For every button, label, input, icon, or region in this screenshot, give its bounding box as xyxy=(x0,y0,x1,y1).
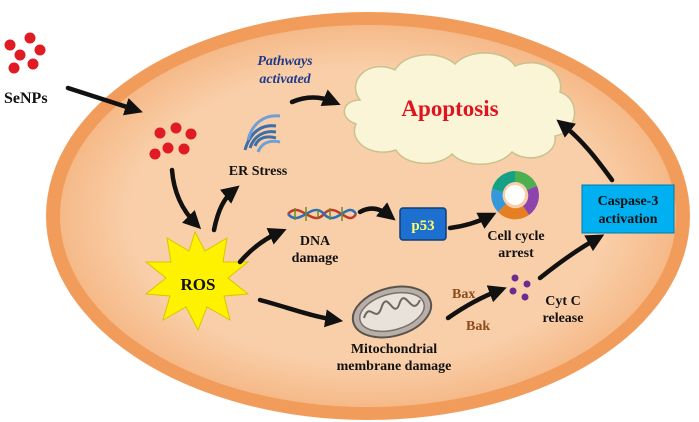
er-icon xyxy=(243,114,281,153)
arrow-senps-to-cell xyxy=(65,85,143,116)
arrow-pathways-to-apoptosis xyxy=(289,89,341,107)
cell-cycle-label-line2: arrest xyxy=(498,246,534,261)
apoptosis-cloud xyxy=(343,52,576,165)
mito-label-line2: membrane damage xyxy=(337,359,452,374)
p53-box xyxy=(399,207,447,241)
caspase-label-line2: activation xyxy=(598,212,657,227)
p53-label: p53 xyxy=(411,218,434,234)
arrow-cytc-to-caspase xyxy=(537,234,605,281)
caspase-label-line1: Caspase-3 xyxy=(598,194,659,209)
arrow-caspase-to-apoptosis xyxy=(556,119,615,183)
arrow-ros-to-dna xyxy=(237,227,287,265)
bax-label: Bax xyxy=(452,287,475,302)
mitochondrion-icon xyxy=(351,285,433,339)
caspase-box xyxy=(581,184,675,234)
cytc-label-line1: Cyt C xyxy=(545,294,580,309)
arrow-dna-to-p53 xyxy=(357,202,396,221)
arrow-p53-to-cellcycle xyxy=(447,212,497,231)
ros-label: ROS xyxy=(181,275,216,294)
arrow-mito-to-cytc xyxy=(445,285,507,321)
senps-cluster-inside xyxy=(149,122,197,160)
bak-label: Bak xyxy=(466,319,490,334)
cell-cycle-icon xyxy=(491,171,539,220)
mito-label-line1: Mitochondrial xyxy=(351,342,437,357)
cyt-c-molecules xyxy=(509,274,531,301)
dna-helix-icon xyxy=(287,207,358,221)
er-stress-label: ER Stress xyxy=(229,164,288,179)
apoptosis-label: Apoptosis xyxy=(401,96,498,121)
cytc-label-line2: release xyxy=(543,311,584,326)
senps-cluster-outside xyxy=(4,32,46,74)
dna-label-line2: damage xyxy=(292,251,339,266)
arrow-senps-to-ros xyxy=(169,167,202,230)
ros-star xyxy=(144,230,250,332)
pathways-label-line1: Pathways xyxy=(257,54,313,69)
pathways-label-line2: activated xyxy=(259,72,311,87)
cell-cycle-label-line1: Cell cycle xyxy=(487,229,544,244)
arrow-ros-to-mito xyxy=(257,297,344,328)
arrow-ros-to-er xyxy=(211,185,240,233)
senps-label: SeNPs xyxy=(4,90,48,107)
dna-label-line1: DNA xyxy=(300,234,331,249)
